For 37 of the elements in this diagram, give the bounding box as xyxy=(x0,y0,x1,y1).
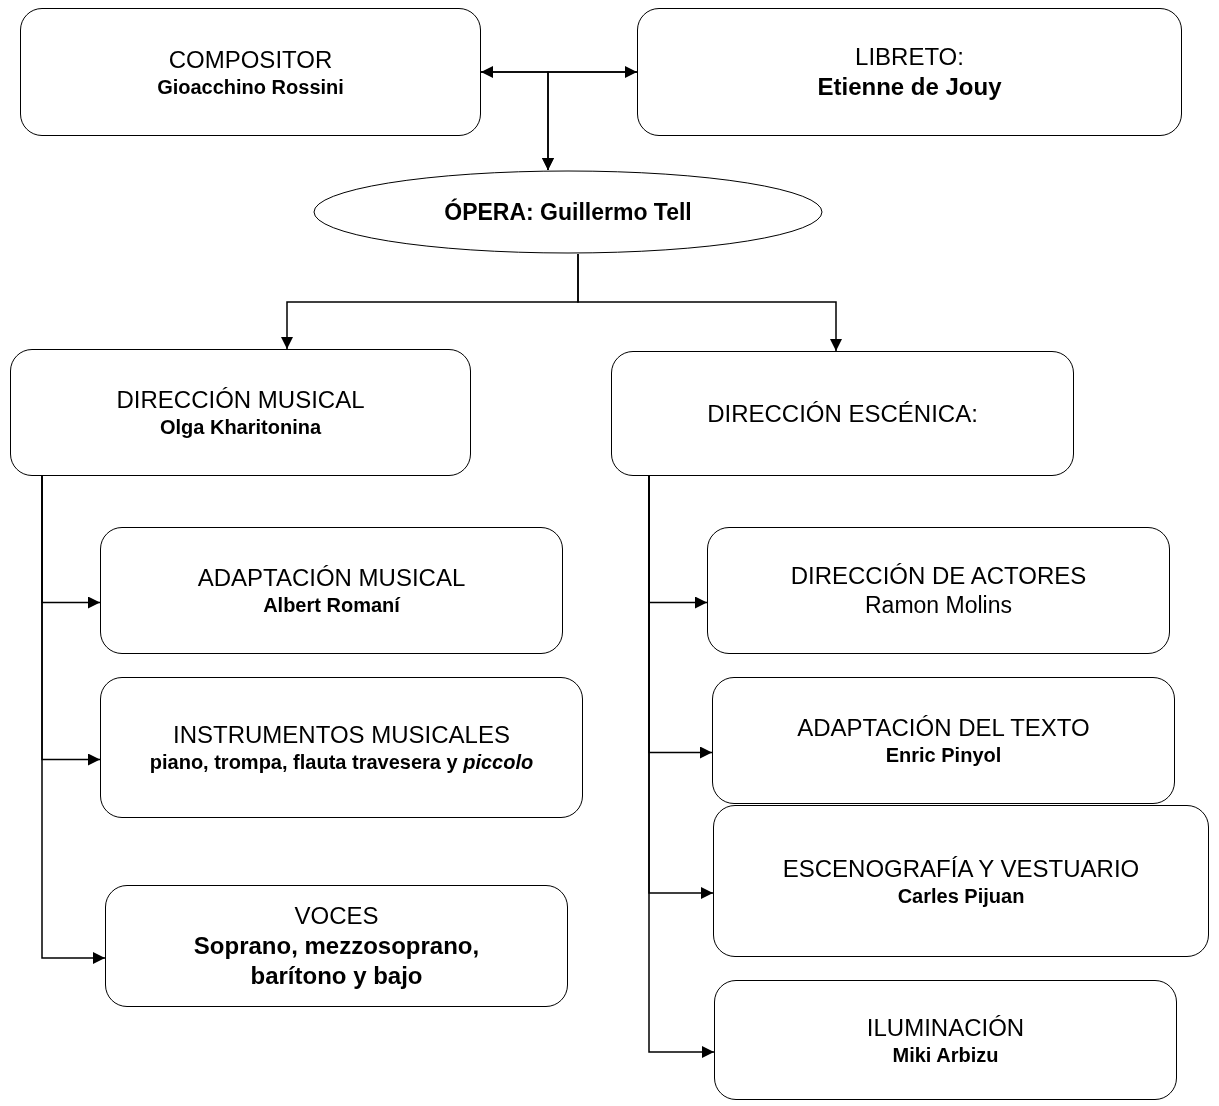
connector-arrow xyxy=(542,71,638,171)
node-subtext: Etienne de Jouy xyxy=(817,72,1002,102)
node-heading: INSTRUMENTOS MUSICALES xyxy=(173,720,510,750)
node-subtext: Enric Pinyol xyxy=(885,743,1002,768)
node-heading: ADAPTACIÓN DEL TEXTO xyxy=(797,713,1090,743)
node-heading: ADAPTACIÓN MUSICAL xyxy=(197,563,466,593)
node-heading: VOCES xyxy=(294,901,379,931)
rounded-box xyxy=(714,980,1177,1100)
node-heading: ESCENOGRAFÍA Y VESTUARIO xyxy=(782,853,1140,884)
rounded-box xyxy=(712,677,1175,804)
rounded-box xyxy=(707,527,1170,654)
node-subtext: Miki Arbizu xyxy=(892,1042,999,1068)
rounded-box xyxy=(611,351,1074,476)
rounded-box xyxy=(20,8,481,136)
node-heading: LIBRETO: xyxy=(855,42,964,72)
rounded-box xyxy=(105,885,568,1007)
node-subtext: Ramon Molins xyxy=(865,591,1012,620)
node-subtext: Soprano, mezzosoprano, barítono y bajo xyxy=(192,931,481,991)
rounded-box xyxy=(637,8,1182,136)
node-heading: ILUMINACIÓN xyxy=(866,1012,1025,1043)
rounded-box xyxy=(10,349,471,476)
node-subtext: Albert Romaní xyxy=(263,593,400,618)
node-subtext: Gioacchino Rossini xyxy=(157,74,344,100)
ellipse-node xyxy=(313,170,823,254)
node-heading: DIRECCIÓN MUSICAL xyxy=(116,385,365,415)
node-subtext: piano, trompa, flauta travesera y piccolo xyxy=(149,750,534,775)
node-heading: DIRECCIÓN DE ACTORES xyxy=(790,561,1087,592)
rounded-box xyxy=(100,677,583,818)
connector-arrow xyxy=(41,475,106,964)
node-heading: COMPOSITOR xyxy=(168,44,333,75)
node-heading: DIRECCIÓN ESCÉNICA: xyxy=(707,398,978,429)
rounded-box xyxy=(713,805,1209,957)
connector-arrow xyxy=(577,253,842,352)
node-subtext: Olga Kharitonina xyxy=(159,415,322,440)
rounded-box xyxy=(100,527,563,654)
node-subtext: Carles Pijuan xyxy=(897,883,1025,909)
node-heading: ÓPERA: Guillermo Tell xyxy=(444,197,692,227)
